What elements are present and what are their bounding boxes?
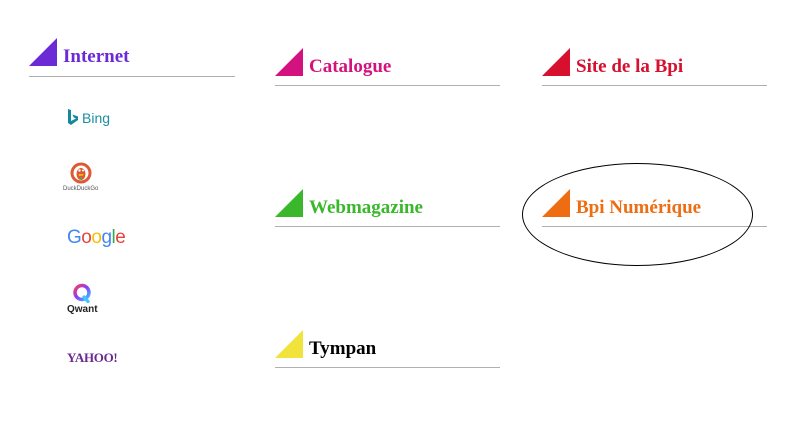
google-link[interactable]: Google (67, 227, 126, 249)
section-tympan-heading[interactable]: Tympan (275, 330, 500, 358)
bing-label: Bing (82, 110, 111, 126)
section-internet-label[interactable]: Internet (63, 46, 130, 67)
section-webmagazine-heading[interactable]: Webmagazine (275, 189, 500, 217)
google-letter: g (101, 227, 112, 248)
yahoo-logo: YAHOO! (67, 350, 118, 365)
yahoo-link[interactable]: YAHOO! (67, 350, 118, 366)
divider (542, 85, 767, 86)
section-internet: Internet (29, 38, 235, 77)
divider (29, 76, 235, 77)
triangle-icon (29, 38, 57, 66)
triangle-icon (542, 48, 570, 76)
section-site-bpi: Site de la Bpi (542, 48, 767, 86)
bing-link[interactable]: Bing (67, 109, 110, 127)
duckduckgo-label: DuckDuckGo (63, 186, 99, 192)
duckduckgo-link[interactable]: DuckDuckGo (63, 162, 98, 192)
google-logo: Google (67, 227, 126, 249)
triangle-icon (275, 330, 303, 358)
duckduckgo-logo-icon (70, 162, 92, 184)
qwant-logo-icon (73, 283, 92, 303)
divider (275, 367, 500, 368)
section-webmagazine-label[interactable]: Webmagazine (309, 197, 423, 218)
google-letter: o (81, 227, 92, 248)
section-tympan-label[interactable]: Tympan (309, 338, 377, 359)
section-catalogue-heading[interactable]: Catalogue (275, 48, 500, 76)
section-tympan: Tympan (275, 330, 500, 368)
divider (275, 226, 500, 227)
qwant-label: Qwant (67, 304, 98, 315)
google-letter: l (111, 227, 116, 248)
bing-logo-icon (68, 109, 78, 125)
section-catalogue: Catalogue (275, 48, 500, 86)
section-internet-heading[interactable]: Internet (29, 38, 235, 66)
section-site-bpi-heading[interactable]: Site de la Bpi (542, 48, 767, 76)
qwant-link[interactable]: Qwant (67, 283, 98, 315)
section-catalogue-label[interactable]: Catalogue (309, 56, 392, 77)
google-letter: o (91, 227, 102, 248)
section-webmagazine: Webmagazine (275, 189, 500, 227)
google-letter: e (115, 227, 126, 248)
divider (275, 85, 500, 86)
google-letter: G (67, 227, 82, 248)
highlight-ellipse-annotation (522, 163, 753, 266)
triangle-icon (275, 48, 303, 76)
section-site-bpi-label[interactable]: Site de la Bpi (576, 56, 684, 77)
triangle-icon (275, 189, 303, 217)
